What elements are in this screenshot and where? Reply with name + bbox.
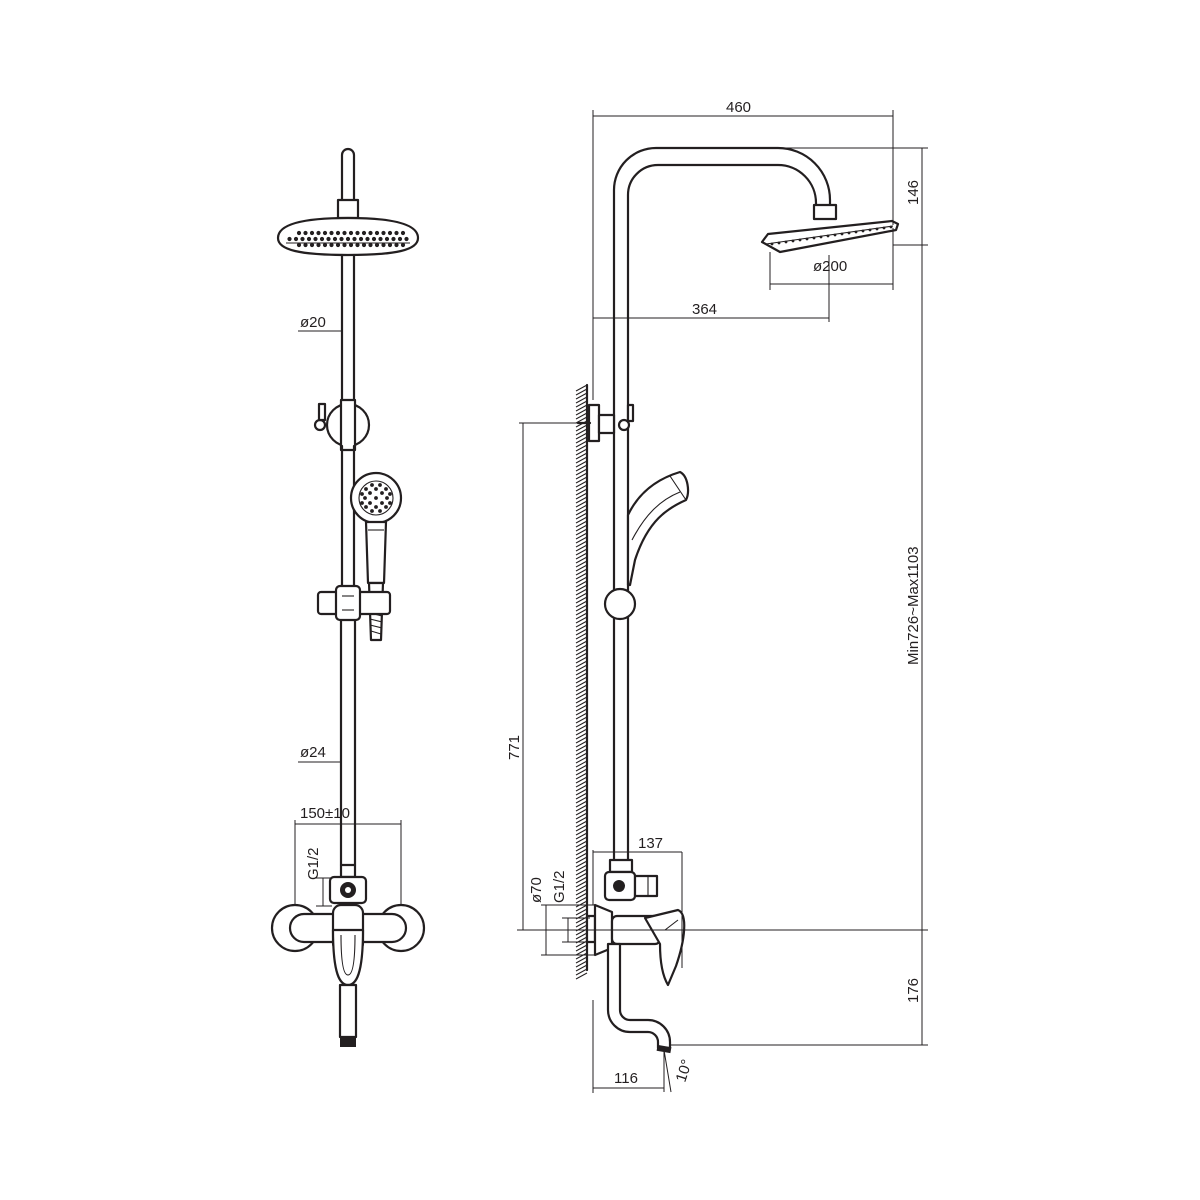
front-spout: [338, 983, 358, 1047]
dim-inlet-thread-front: G1/2: [305, 847, 322, 880]
front-head-nozzles: [287, 230, 409, 248]
wall-section: [575, 383, 589, 980]
front-dimensions: ø20 ø24 150±10 G1/2: [294, 314, 402, 907]
dim-centers: 150±10: [300, 805, 350, 822]
front-riser-top: [340, 147, 356, 202]
dim-spout-angle: 10°: [673, 1057, 696, 1084]
dim-mixer-projection: 137: [638, 835, 663, 852]
side-head-connector: [812, 203, 838, 221]
dim-wall-height: 771: [506, 735, 523, 760]
side-riser-inner: [626, 163, 818, 862]
dim-head-height: 146: [905, 180, 922, 205]
dim-head-diameter: ø200: [813, 258, 847, 275]
front-slider-holder: [316, 584, 392, 622]
front-mixer-body: [270, 903, 426, 987]
dim-spout-projection: 116: [614, 1070, 638, 1087]
side-riser-outer: [612, 146, 832, 862]
side-dimensions: 460 146 ø200 364 Min726~Max1103 771 ø70 …: [506, 99, 928, 1093]
dim-bar-diameter: ø24: [300, 744, 326, 761]
side-overhead-shower-head: [760, 219, 900, 254]
side-view: [575, 146, 900, 1054]
dim-escutcheon-diameter: ø70: [528, 877, 545, 903]
dim-height-range: Min726~Max1103: [905, 546, 922, 665]
front-diverter: [328, 863, 368, 905]
front-head-connector: [336, 198, 360, 220]
dim-spout-drop: 176: [905, 978, 922, 1003]
side-wall-bracket: [576, 403, 635, 443]
side-hand-shower: [603, 470, 690, 621]
side-mixer: [585, 903, 686, 987]
front-view: [270, 147, 426, 1047]
dim-inlet-thread-side: G1/2: [551, 870, 568, 903]
side-spout-tip: [656, 1044, 672, 1054]
front-wall-bracket: [313, 398, 371, 452]
dim-rod-diameter: ø20: [300, 314, 326, 331]
dim-head-reach: 364: [692, 301, 717, 318]
hand-shower-nozzles: [360, 483, 392, 513]
side-diverter: [603, 858, 659, 902]
front-overhead-shower-head: [276, 216, 420, 257]
dim-overall-width: 460: [726, 99, 751, 116]
